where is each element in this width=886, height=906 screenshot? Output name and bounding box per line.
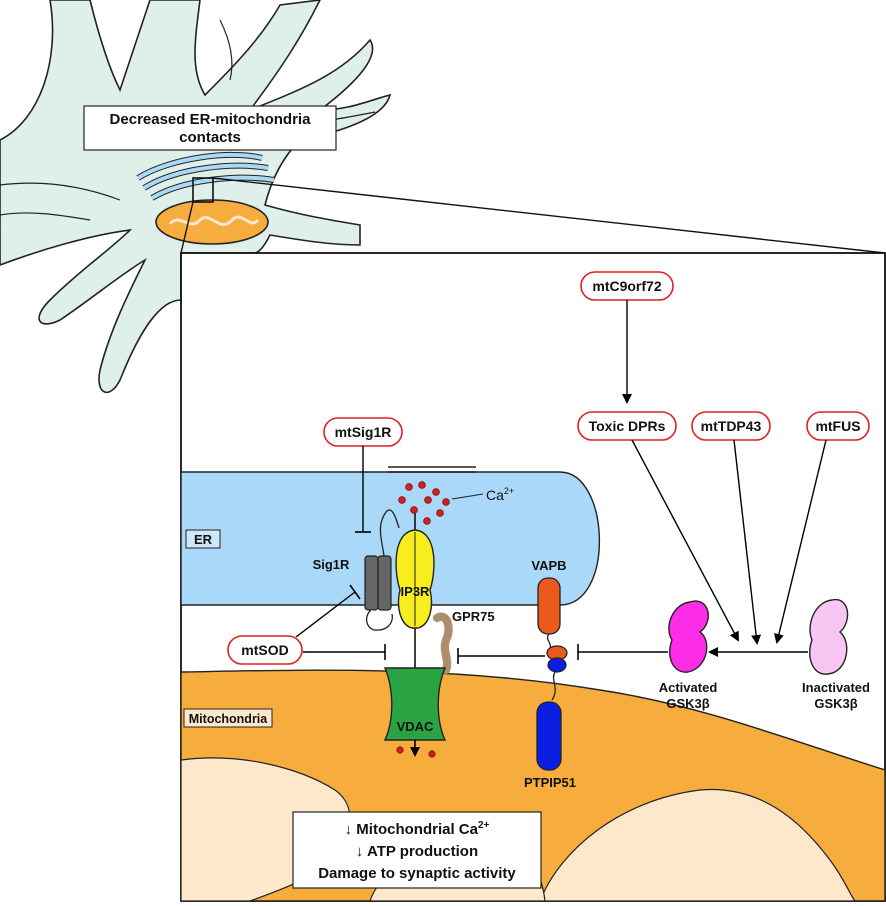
ptpip51-protein [536,671,562,771]
calcium-pointer [451,493,484,500]
inhibit-bar [349,584,361,600]
zoom-marker [192,177,214,203]
title-box: Decreased ER-mitochondria contacts [83,105,337,151]
activated-gsk3b-icon [668,600,709,673]
mtTDP43-pill: mtTDP43 [691,411,771,441]
neuron-cell [0,0,886,394]
svg-text:mtSig1R: mtSig1R [335,424,392,440]
arrow-tdp43-to-gsk [733,439,762,645]
svg-text:Mitochondria: Mitochondria [189,712,269,726]
dendrite-line [219,19,233,81]
sig1r-protein [364,509,400,631]
svg-text:Toxic DPRs: Toxic DPRs [589,418,666,434]
toxic-dprs-pill: Toxic DPRs [577,411,677,441]
vapb-protein [537,577,561,651]
calcium-ion [396,746,404,754]
mtSOD-pill: mtSOD [227,635,303,665]
inactivated-gsk-label: GSK3β [814,696,857,711]
er-label: ER [185,529,221,549]
dendrite-line [0,212,91,221]
svg-text:ER: ER [194,532,213,547]
arrow-dprs-to-gsk [631,439,739,642]
activated-gsk-label: GSK3β [666,696,709,711]
ptpip51-head [547,657,567,673]
mtSig1R-pill: mtSig1R [323,417,403,447]
inhibit-mtsod-sig1r [295,591,356,638]
gpr75-label: GPR75 [452,609,495,624]
svg-text:mtC9orf72: mtC9orf72 [592,278,661,294]
dendrite-line [0,182,121,201]
zoom-line [180,201,194,254]
er-compartment [181,471,601,606]
outcome-line-2: ↓ ATP production [356,843,478,860]
arrow-fus-to-gsk [774,439,827,644]
calcium-ion [428,750,436,758]
cell-er [136,151,275,201]
mtC9orf72-pill: mtC9orf72 [580,271,674,301]
svg-text:mtSOD: mtSOD [241,642,288,658]
svg-text:mtFUS: mtFUS [815,418,860,434]
title-line-2: contacts [179,129,241,146]
outcome-line-3: Damage to synaptic activity [318,865,516,882]
ip3r-label: IP3R [401,584,431,599]
calcium-ions [398,481,450,525]
sig1r-label: Sig1R [313,557,350,572]
activated-label: Activated [659,680,718,695]
ip3r-channel [395,529,435,629]
outcome-line-1: ↓ Mitochondrial Ca2+ [345,820,490,838]
svg-text:mtTDP43: mtTDP43 [701,418,762,434]
mtFUS-pill: mtFUS [806,411,870,441]
inactivated-label: Inactivated [802,680,870,695]
outcome-box: ↓ Mitochondrial Ca2+ ↓ ATP production Da… [292,811,542,889]
inactivated-gsk3b-icon [809,599,849,675]
vdac-label: VDAC [397,719,434,734]
title-line-1: Decreased ER-mitochondria [110,111,312,128]
mitochondria-label: Mitochondria [183,708,273,728]
calcium-label: Ca2+ [486,486,514,503]
vdac-channel [383,667,447,741]
ptpip51-label: PTPIP51 [524,775,576,790]
cell-mitochondrion [155,199,269,245]
zoom-line [212,177,886,254]
vapb-label: VAPB [531,558,566,573]
gpr75-protein [432,612,454,675]
